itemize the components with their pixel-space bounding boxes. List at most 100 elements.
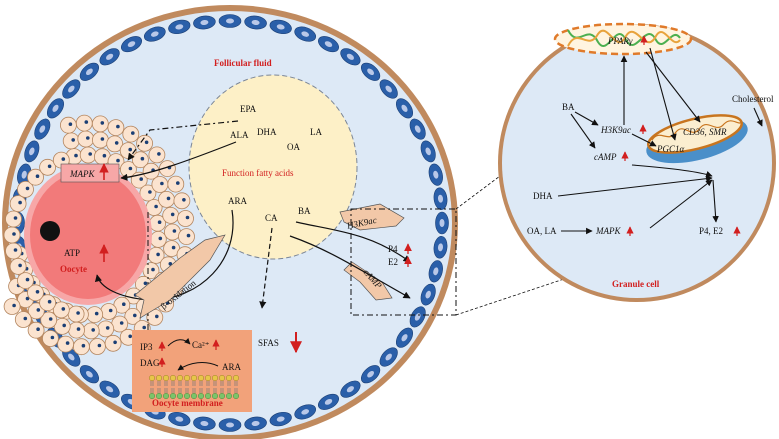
cumulus-cell	[75, 114, 93, 132]
cumulus-cell	[149, 230, 167, 248]
granulosa-cell	[318, 393, 339, 410]
granulosa-cell	[99, 48, 120, 66]
cumulus-cell	[178, 228, 195, 246]
granulosa-cell	[428, 260, 443, 283]
p4-e2-label: P4, E2	[699, 226, 723, 236]
granule-mapk-label: MAPK	[595, 226, 621, 236]
cumulus-cell	[27, 168, 44, 186]
dha-label: DHA	[257, 127, 277, 137]
dag-label: DAG	[140, 358, 160, 368]
granulosa-cell	[79, 62, 99, 81]
granule-cell-inner	[502, 28, 772, 298]
oocyte-membrane-inset: IP3 DAG Ca²⁺ ARA Oocyte membrane	[132, 330, 252, 412]
granulosa-cell	[409, 118, 426, 140]
granulosa-cell	[218, 418, 242, 432]
pgc1a-label: PGC1α	[656, 144, 685, 154]
lipid-bilayer	[148, 375, 239, 400]
granulosa-cell	[218, 14, 242, 28]
granulosa-cell	[433, 236, 448, 259]
cumulus-cell	[122, 125, 140, 143]
la-label: LA	[310, 127, 322, 137]
cumulus-cell	[151, 176, 169, 193]
cholesterol-arrow	[753, 107, 763, 127]
granule-ba-label: BA	[562, 102, 575, 112]
cumulus-cell	[163, 223, 181, 241]
granulosa-cell	[433, 187, 448, 210]
cumulus-cell	[92, 131, 109, 149]
follicular-fluid-label: Follicular fluid	[214, 58, 272, 68]
cumulus-cell	[42, 330, 59, 347]
granulosa-cell	[395, 98, 414, 119]
cumulus-cell	[139, 184, 157, 202]
zoom-box	[350, 208, 457, 316]
pparg-to-cd36-arrow	[645, 51, 701, 123]
cumulus-cell	[100, 303, 118, 320]
ca2-label: Ca²⁺	[192, 340, 210, 350]
oocyte	[24, 165, 152, 305]
granulosa-cell	[34, 118, 51, 140]
cumulus-cell	[3, 226, 21, 244]
follicle-p4-label: P4	[388, 244, 398, 254]
granulosa-cell	[244, 416, 267, 431]
pparg-to-pgc1a-arrow	[649, 47, 677, 141]
granulosa-cell	[193, 15, 216, 30]
granulosa-cell	[379, 347, 398, 367]
pparg-label: PPARγ	[607, 36, 633, 46]
granulosa-cell	[340, 48, 361, 66]
oocyte-mapk-label: MAPK	[69, 169, 95, 179]
ba-label: BA	[298, 206, 311, 216]
granulosa-cell	[420, 140, 436, 163]
cumulus-cell	[167, 175, 185, 193]
atp-label: ATP	[64, 248, 80, 258]
granulosa-cell	[269, 19, 292, 35]
ala-to-mapk-arrow	[120, 141, 237, 181]
granulosa-cell	[340, 380, 361, 398]
granulosa-cell	[395, 327, 414, 348]
cd36-smr-label: CD36, SMR	[683, 127, 727, 137]
cumulus-cell	[79, 146, 97, 164]
granule-h3k9ac-label: H3K9ac	[600, 125, 631, 135]
cumulus-cell	[162, 206, 180, 224]
granulosa-cell	[269, 411, 292, 427]
ara-label: ARA	[228, 196, 248, 206]
cumulus-cell	[142, 162, 160, 180]
cumulus-cell	[148, 146, 166, 164]
granulosa-cell	[24, 140, 40, 163]
granulosa-cell	[294, 404, 317, 420]
cumulus-cell	[17, 272, 34, 290]
cumulus-cell	[77, 130, 95, 148]
cumulus-cell	[27, 321, 45, 339]
cumulus-cell	[53, 317, 71, 335]
cumulus-cell	[60, 116, 77, 134]
ca-to-sfas-arrow	[259, 227, 273, 309]
cumulus-cell	[82, 322, 100, 340]
function-fatty-acids-label: Function fatty acids	[222, 168, 294, 178]
mapk-to-p4-arrow	[649, 179, 713, 229]
granulosa-cell	[361, 365, 381, 384]
oocyte-nucleus	[40, 221, 60, 241]
granulosa-cell	[428, 163, 443, 186]
cumulus-cell	[107, 119, 125, 136]
cumulus-cell	[40, 311, 58, 329]
cumulus-cell	[177, 210, 194, 227]
oa-label: OA	[287, 142, 300, 152]
ba-to-h3k9ac-arrow	[574, 111, 599, 126]
granulosa-cell	[99, 380, 120, 398]
cumulus-cell	[163, 240, 181, 258]
dna-helix	[567, 29, 681, 47]
granulosa-cell	[409, 306, 426, 328]
sfas-label: SFAS	[258, 338, 279, 348]
h3k9ac-to-pgc1a-arrow	[631, 133, 657, 147]
cumulus-cell	[68, 321, 85, 339]
cumulus-cell	[86, 306, 104, 324]
ba-to-e2-arrow	[289, 235, 411, 299]
cumulus-cell	[52, 301, 70, 319]
cumulus-cell	[27, 302, 45, 320]
cumulus-cell-cluster	[3, 114, 195, 356]
fatty-acid-pool	[188, 74, 358, 260]
camp-to-p4-arrow	[631, 164, 713, 178]
epa-label: EPA	[240, 104, 257, 114]
granule-cell: PPARγ CD36, SMR PGC1α BA H3K9ac cAMP Cho…	[498, 22, 776, 302]
follicle-e2-label: E2	[388, 257, 398, 267]
granulosa-cell	[193, 416, 216, 431]
